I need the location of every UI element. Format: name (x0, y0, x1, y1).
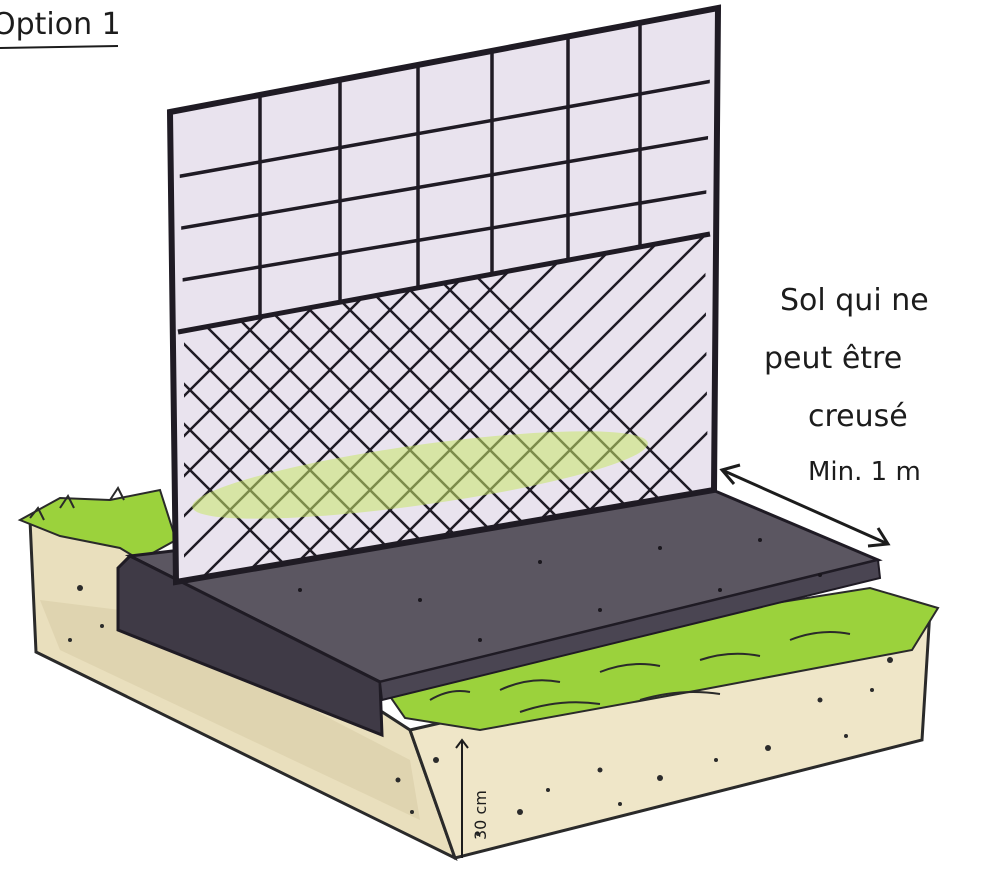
diagram-title: Option 1 (0, 7, 121, 42)
slab-front-right (378, 558, 882, 702)
measure-label: Min. 1 m (808, 457, 921, 487)
soil-shadow (40, 600, 420, 820)
annotation-line-3: creusé (808, 399, 908, 434)
annotation: Sol qui ne peut être creusé Min. 1 m (764, 283, 929, 487)
grass-behind-lattice (192, 431, 648, 519)
panel-grid (178, 12, 712, 330)
width-arrow (719, 463, 891, 548)
panel-lattice (184, 234, 708, 580)
depth-label: 30 cm (471, 790, 490, 840)
slab-front-left (116, 554, 384, 738)
soil-speckles (68, 585, 893, 836)
fence-panel (166, 4, 722, 586)
grass-strokes (29, 486, 851, 713)
slab-speckles (298, 538, 822, 642)
panel-frame (166, 4, 722, 586)
title-underline (0, 45, 119, 49)
annotation-line-1: Sol qui ne (780, 283, 929, 318)
panel-divider (177, 231, 711, 335)
depth-marker: 30 cm (455, 738, 490, 858)
annotation-line-2: peut être (764, 341, 902, 376)
